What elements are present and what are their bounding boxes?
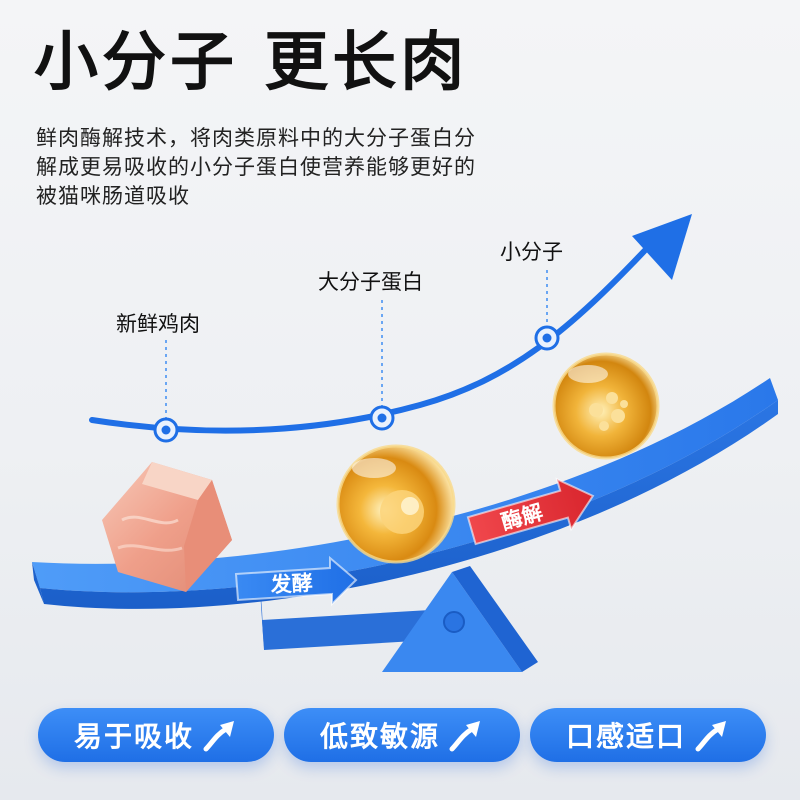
trend-up-arrow-icon bbox=[449, 721, 480, 752]
raw-chicken-cube bbox=[102, 462, 232, 592]
stage-label-small-molecule: 小分子 bbox=[500, 240, 563, 264]
process-illustration: 发酵 酶解 bbox=[32, 214, 778, 672]
small-molecule-orb bbox=[552, 352, 660, 460]
growth-curve bbox=[89, 242, 653, 434]
seesaw-fulcrum bbox=[382, 566, 538, 672]
curve-node bbox=[369, 405, 395, 431]
stage-label-fresh-chicken: 新鲜鸡肉 bbox=[116, 312, 200, 336]
seesaw-left-block bbox=[262, 610, 432, 650]
trend-up-arrow-icon bbox=[695, 721, 726, 752]
feature-pill-low-allergen: 低致敏源 bbox=[284, 708, 520, 762]
curve-node bbox=[153, 417, 179, 443]
fermentation-label: 发酵 bbox=[269, 571, 313, 597]
fermentation-tag: 发酵 bbox=[234, 555, 358, 607]
seesaw-board-edge bbox=[40, 400, 778, 609]
curve-node bbox=[534, 325, 560, 351]
headline: 小分子 更长肉 bbox=[34, 26, 469, 100]
stage-label-large-protein: 大分子蛋白 bbox=[318, 270, 423, 294]
enzymolysis-tag: 酶解 bbox=[466, 477, 595, 546]
feature-pill-easy-absorb: 易于吸收 bbox=[38, 708, 274, 762]
feature-label: 口感适口 bbox=[565, 720, 686, 753]
feature-pill-palatable: 口感适口 bbox=[530, 708, 766, 762]
description: 鲜肉酶解技术，将肉类原料中的大分子蛋白分解成更易吸收的小分子蛋白使营养能够更好的… bbox=[36, 126, 476, 208]
growth-arrow-head bbox=[632, 214, 692, 280]
feature-label: 低致敏源 bbox=[319, 720, 440, 753]
trend-up-arrow-icon bbox=[203, 721, 234, 752]
feature-label: 易于吸收 bbox=[73, 720, 194, 753]
large-molecule-orb bbox=[336, 444, 456, 564]
